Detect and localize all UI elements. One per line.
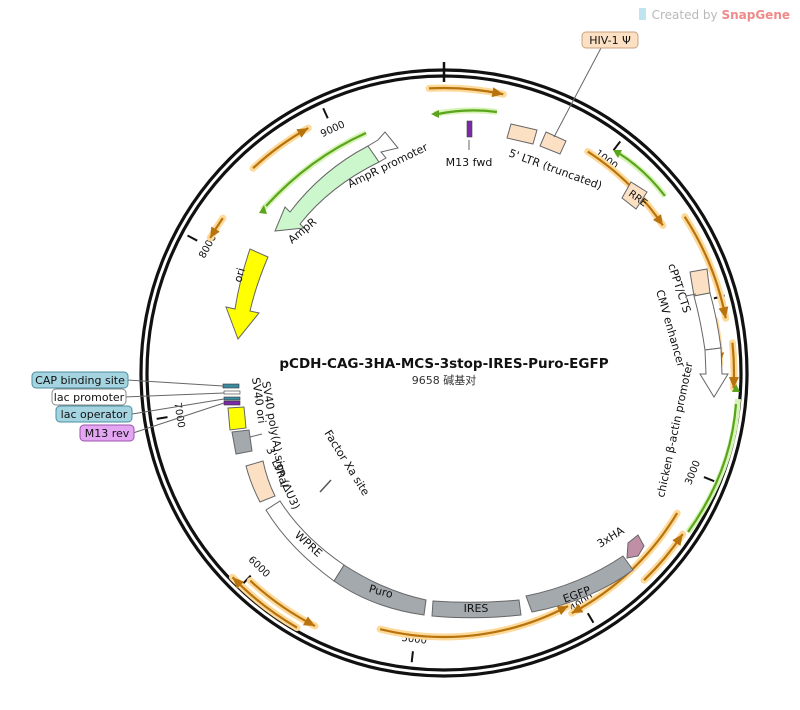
- tick-mark: [703, 476, 715, 483]
- callout-m13-rev[interactable]: M13 rev: [79, 402, 225, 442]
- callout-cap-binding-site[interactable]: CAP binding site: [31, 371, 224, 389]
- callout-label-lac-promoter: lac promoter: [54, 391, 125, 404]
- feature-ori[interactable]: ori: [225, 248, 269, 340]
- orf-arrowhead: [303, 616, 316, 627]
- cmv-leader: [685, 293, 697, 297]
- label-sv40-ori: SV40 ori: [249, 377, 268, 425]
- tick-label: 9000: [319, 119, 347, 140]
- callout-label-m13-rev: M13 rev: [85, 427, 130, 440]
- feature-ires[interactable]: IRES: [431, 599, 522, 619]
- tick-mark: [612, 140, 622, 151]
- tick-mark: [156, 416, 168, 420]
- feature-rre[interactable]: RRE: [621, 181, 649, 210]
- orf-arrowhead: [672, 534, 683, 547]
- inner-green-arrow-top: [431, 107, 498, 118]
- tick-label: 7000: [171, 402, 186, 429]
- tick-mark: [322, 107, 329, 119]
- feature-puro[interactable]: Puro: [333, 564, 427, 616]
- orf-arrowhead: [653, 214, 663, 226]
- plasmid-backbone: [139, 68, 749, 678]
- callout-label-lac-operator: lac operator: [61, 408, 128, 421]
- tick-label: 3000: [683, 459, 703, 487]
- label-m13-fwd: M13 fwd: [446, 156, 493, 169]
- feature-3xha[interactable]: 3xHA: [595, 524, 645, 559]
- label-ori: ori: [231, 266, 247, 283]
- label-puro: Puro: [367, 582, 394, 601]
- feature-ampr[interactable]: AmpR: [274, 145, 380, 246]
- callout-label-hiv1-psi: HIV-1 Ψ: [589, 34, 631, 47]
- inner-green-arrow-right: [685, 384, 741, 534]
- tick-mark: [187, 234, 198, 242]
- callout-label-cap-binding-site: CAP binding site: [35, 374, 125, 387]
- tick-mark: [242, 574, 252, 585]
- watermark-brand: SnapGene: [721, 8, 790, 22]
- orf-arrowhead: [232, 577, 244, 589]
- orf-arrowhead: [491, 87, 504, 98]
- orf-arrowhead: [296, 128, 309, 138]
- watermark-prefix: Created by: [651, 8, 718, 22]
- feature-sv40-ori[interactable]: SV40 ori: [227, 377, 268, 431]
- feature-m13-fwd[interactable]: M13 fwd: [446, 120, 493, 169]
- feature-factor-xa-site[interactable]: Factor Xa site: [319, 428, 372, 499]
- snapgene-watermark: Created by SnapGene: [638, 8, 790, 22]
- snapgene-logo-icon: [638, 8, 646, 20]
- orf-arrowhead: [728, 376, 739, 389]
- inner-green-arrow-left: [259, 130, 368, 214]
- orf-arrowhead: [210, 226, 220, 238]
- sv40-polya-leader: [249, 433, 263, 438]
- orf-arrowhead: [571, 603, 584, 614]
- callout-lac-promoter[interactable]: lac promoter: [51, 388, 225, 406]
- orf-arrow-glow: [229, 573, 301, 632]
- feature-small-lac-region: [222, 383, 241, 406]
- orf-arrowhead: [718, 306, 729, 319]
- plasmid-length: 9658 碱基对: [412, 373, 477, 387]
- inner-green-arrow-rre: [613, 149, 668, 198]
- callout-hiv1-psi[interactable]: HIV-1 Ψ: [553, 31, 639, 138]
- label-factor-xa-site: Factor Xa site: [321, 428, 372, 499]
- orf-arrow: [379, 605, 569, 639]
- plasmid-name: pCDH-CAG-3HA-MCS-3stop-IRES-Puro-EGFP: [279, 356, 608, 372]
- feature-wpre[interactable]: WPRE: [265, 500, 345, 582]
- label-3xha: 3xHA: [595, 524, 627, 551]
- orf-arrowhead: [556, 606, 568, 616]
- label-ires: IRES: [464, 602, 489, 615]
- tick-mark: [586, 612, 595, 624]
- tick-mark: [410, 651, 414, 663]
- callout-lac-operator[interactable]: lac operator: [55, 398, 225, 423]
